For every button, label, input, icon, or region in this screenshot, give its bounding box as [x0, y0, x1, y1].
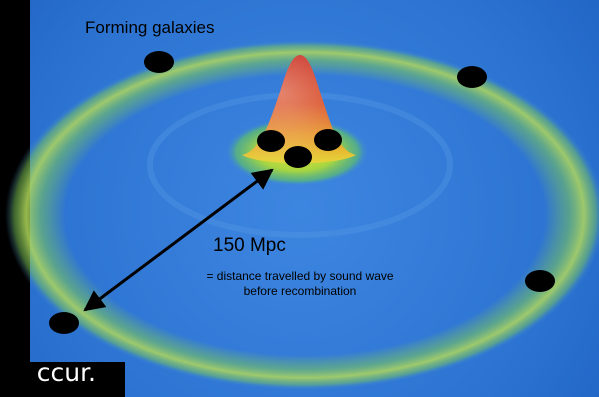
description-line-2: before recombination	[243, 284, 357, 298]
galaxy-marker	[257, 130, 285, 152]
description-line-1: = distance travelled by sound wave	[206, 269, 394, 283]
distance-arrow	[83, 168, 274, 312]
distance-description: = distance travelled by sound wave befor…	[206, 269, 393, 299]
galaxy-marker	[525, 270, 555, 292]
galaxy-marker	[49, 312, 79, 334]
galaxy-marker	[314, 129, 342, 151]
caption-backdrop	[0, 362, 125, 397]
galaxy-marker	[457, 66, 487, 88]
galaxy-marker	[284, 146, 312, 168]
caption-fragment: ccur.	[36, 358, 96, 387]
distance-value-label: 150 Mpc	[213, 235, 286, 256]
cropped-caption-text: ccur.	[0, 358, 120, 397]
galaxy-marker	[144, 51, 174, 73]
galaxy-markers	[49, 51, 555, 334]
forming-galaxies-label: Forming galaxies	[85, 18, 215, 37]
